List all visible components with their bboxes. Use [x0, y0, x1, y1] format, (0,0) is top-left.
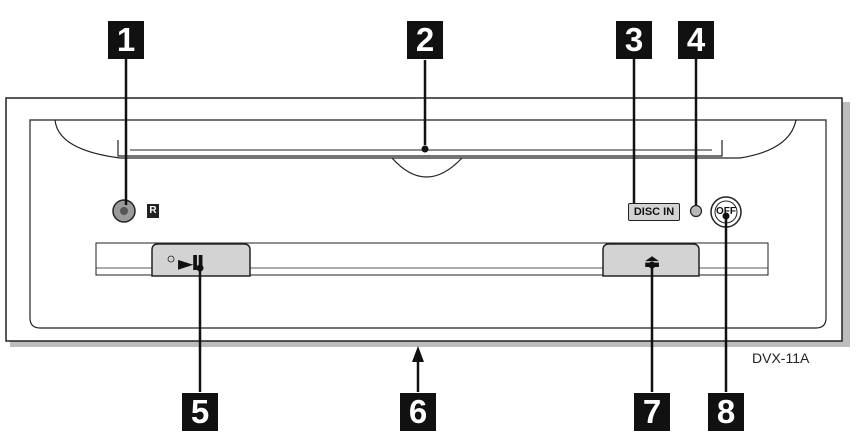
callout-number-5: 5 [182, 393, 218, 431]
callout-number-3: 3 [616, 21, 652, 59]
remote-sensor-icon: R [147, 204, 159, 218]
callout-dot-8 [722, 212, 730, 220]
play-pause-button[interactable] [151, 243, 251, 277]
disc-slot-housing [54, 119, 797, 159]
status-led [689, 204, 703, 218]
model-label: DVX-11A [752, 350, 810, 366]
callout-arrow-6 [412, 346, 424, 362]
play-indicator-led [167, 255, 175, 263]
disc-slot-notch [391, 157, 463, 178]
off-button-label[interactable]: OFF [716, 206, 736, 217]
callout-dot-7 [648, 261, 656, 269]
panel-inner-face [29, 119, 827, 329]
disc-slot [117, 140, 723, 157]
eject-icon[interactable]: ⏏ [643, 251, 661, 272]
play-pause-icon[interactable]: ►II [178, 251, 204, 275]
callout-number-2: 2 [407, 21, 443, 59]
remote-sensor-center [120, 207, 128, 215]
button-rail [95, 242, 769, 276]
disc-in-indicator: DISC IN [628, 203, 680, 221]
callout-number-4: 4 [678, 21, 714, 59]
callout-number-8: 8 [708, 393, 744, 431]
callout-number-6: 6 [400, 393, 436, 431]
callout-dot-2 [421, 145, 429, 153]
callout-dot-5 [196, 264, 204, 272]
eject-button[interactable] [602, 243, 700, 277]
callout-number-7: 7 [634, 393, 670, 431]
callout-number-1: 1 [108, 21, 144, 59]
